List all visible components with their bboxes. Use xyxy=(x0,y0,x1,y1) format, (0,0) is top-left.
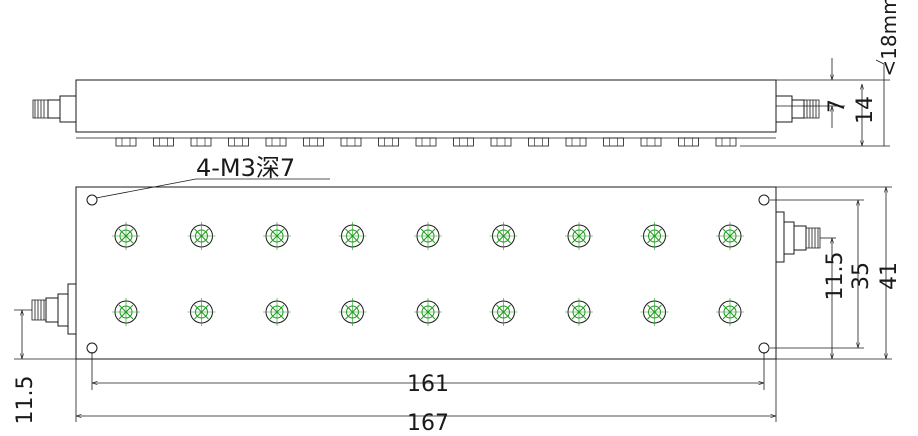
corner-hole-top-left xyxy=(86,194,98,206)
tuning-nut xyxy=(115,137,137,147)
dim-text-35: 35 xyxy=(849,262,874,290)
tuning-nut xyxy=(378,137,399,147)
tuning-screw xyxy=(263,222,291,250)
dim-text-14: 14 xyxy=(853,96,878,124)
corner-hole-top-right xyxy=(758,194,770,206)
side-left-connector xyxy=(32,95,77,123)
corner-hole-bottom-right xyxy=(758,342,770,354)
tuning-screw xyxy=(263,298,291,326)
tuning-screw xyxy=(565,298,593,326)
tuning-screw xyxy=(489,298,518,326)
tuning-screw xyxy=(489,222,518,250)
tuning-screw xyxy=(716,298,744,326)
tuning-screw xyxy=(640,298,669,326)
side-view: 7 14 <18mm xyxy=(32,0,901,147)
tuning-nut xyxy=(265,137,287,147)
tuning-screw xyxy=(640,222,669,250)
side-view-body xyxy=(75,79,777,133)
tuning-screw xyxy=(187,298,216,326)
tuning-screw xyxy=(112,298,140,326)
corner-holes xyxy=(86,194,770,354)
tuning-nut xyxy=(678,137,699,147)
length-dims xyxy=(75,352,777,422)
dim-text-11-5-left: 11.5 xyxy=(13,376,38,425)
hole-note: 4-M3深7 xyxy=(196,154,295,182)
tuning-screw xyxy=(338,298,367,326)
units-note: <18mm xyxy=(877,0,901,77)
tuning-screw xyxy=(716,222,744,250)
tuning-screw xyxy=(414,298,442,326)
dim-text-41: 41 xyxy=(877,262,902,290)
side-height-dims xyxy=(740,58,890,147)
tuning-screw xyxy=(565,222,593,250)
top-right-connector xyxy=(775,211,821,263)
top-left-connector xyxy=(31,283,77,335)
corner-hole-bottom-left xyxy=(86,342,98,354)
top-width-dims xyxy=(770,186,892,360)
dim-text-161: 161 xyxy=(407,372,449,397)
tuning-nut xyxy=(453,137,474,147)
tuning-nut xyxy=(603,137,624,147)
top-view-body xyxy=(75,186,777,360)
tuning-nut xyxy=(228,137,249,147)
dim-text-167: 167 xyxy=(407,411,449,436)
tuning-nut xyxy=(415,137,437,147)
tuning-nut xyxy=(303,137,324,147)
tuning-screw xyxy=(338,222,367,250)
tuning-nut xyxy=(565,137,587,147)
side-tuning-nuts xyxy=(115,137,737,147)
tuning-screw xyxy=(414,222,442,250)
tuning-nut xyxy=(715,137,737,147)
tuning-screw xyxy=(187,222,216,250)
tuning-nut xyxy=(640,137,662,147)
tuning-screw-grid xyxy=(112,222,744,326)
tuning-nut xyxy=(153,137,174,147)
tuning-nut xyxy=(190,137,212,147)
side-right-connector xyxy=(775,95,820,123)
dim-text-7: 7 xyxy=(825,99,850,113)
tuning-nut xyxy=(490,137,512,147)
tuning-nut xyxy=(528,137,549,147)
dim-text-11-5-right: 11.5 xyxy=(823,252,848,301)
hole-note-leader xyxy=(95,178,197,199)
left-connector-offset-dim xyxy=(14,309,76,360)
top-view: 4-M3深7 11.5 35 xyxy=(13,154,902,436)
tuning-screw xyxy=(112,222,140,250)
tuning-nut xyxy=(340,137,362,147)
